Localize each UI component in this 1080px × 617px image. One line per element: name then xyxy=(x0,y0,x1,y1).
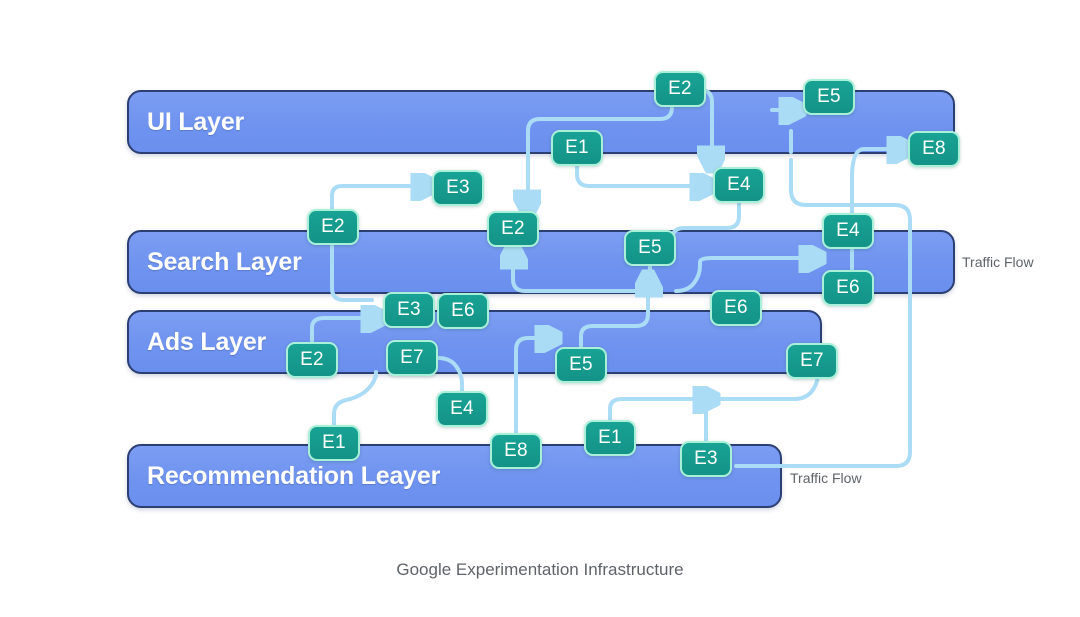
chip-rec-e1-mid[interactable]: E1 xyxy=(584,420,636,456)
traffic-flow-label-search: Traffic Flow xyxy=(962,254,1034,270)
chip-rec-e1-left[interactable]: E1 xyxy=(308,425,360,461)
chip-search-e6-right[interactable]: E6 xyxy=(822,270,874,306)
chip-search-e4-mid[interactable]: E4 xyxy=(713,167,765,203)
chip-ads-e6-right[interactable]: E6 xyxy=(710,290,762,326)
layer-label-recommendation: Recommendation Leayer xyxy=(147,461,441,490)
flow-e2left-up-to-e3 xyxy=(330,186,424,211)
chip-search-e4-right[interactable]: E4 xyxy=(822,213,874,249)
chip-ads-e6-left[interactable]: E6 xyxy=(437,293,489,329)
chip-ads-e3[interactable]: E3 xyxy=(383,292,435,328)
chip-ui-e1[interactable]: E1 xyxy=(551,130,603,166)
flow-rec-e1-to-e7 xyxy=(332,370,378,427)
flow-e1-right-to-e4 xyxy=(575,164,703,186)
layer-bar-recommendation[interactable]: Recommendation Leayer xyxy=(127,444,782,508)
chip-ui-e2-top[interactable]: E2 xyxy=(654,71,706,107)
chip-rec-e3[interactable]: E3 xyxy=(680,441,732,477)
chip-ads-e7-right[interactable]: E7 xyxy=(786,343,838,379)
layer-label-ui: UI Layer xyxy=(147,107,245,136)
diagram-caption: Google Experimentation Infrastructure xyxy=(396,560,684,579)
chip-search-e2-left[interactable]: E2 xyxy=(307,209,359,245)
chip-ads-e5[interactable]: E5 xyxy=(555,347,607,383)
chip-ads-e7-left[interactable]: E7 xyxy=(386,340,438,376)
chip-ads-e2[interactable]: E2 xyxy=(286,342,338,378)
chip-rec-e8[interactable]: E8 xyxy=(490,433,542,469)
chip-ads-e4[interactable]: E4 xyxy=(436,391,488,427)
layer-label-search: Search Layer xyxy=(147,247,302,276)
layer-label-ads: Ads Layer xyxy=(147,327,267,356)
chip-ui-e8[interactable]: E8 xyxy=(908,131,960,167)
chip-search-e2-mid[interactable]: E2 xyxy=(487,211,539,247)
flow-rec-e1mid-right xyxy=(608,399,706,422)
chip-search-e5[interactable]: E5 xyxy=(624,230,676,266)
chip-search-e3[interactable]: E3 xyxy=(432,170,484,206)
chip-ui-e5[interactable]: E5 xyxy=(803,79,855,115)
traffic-flow-label-recommendation: Traffic Flow xyxy=(790,470,862,486)
